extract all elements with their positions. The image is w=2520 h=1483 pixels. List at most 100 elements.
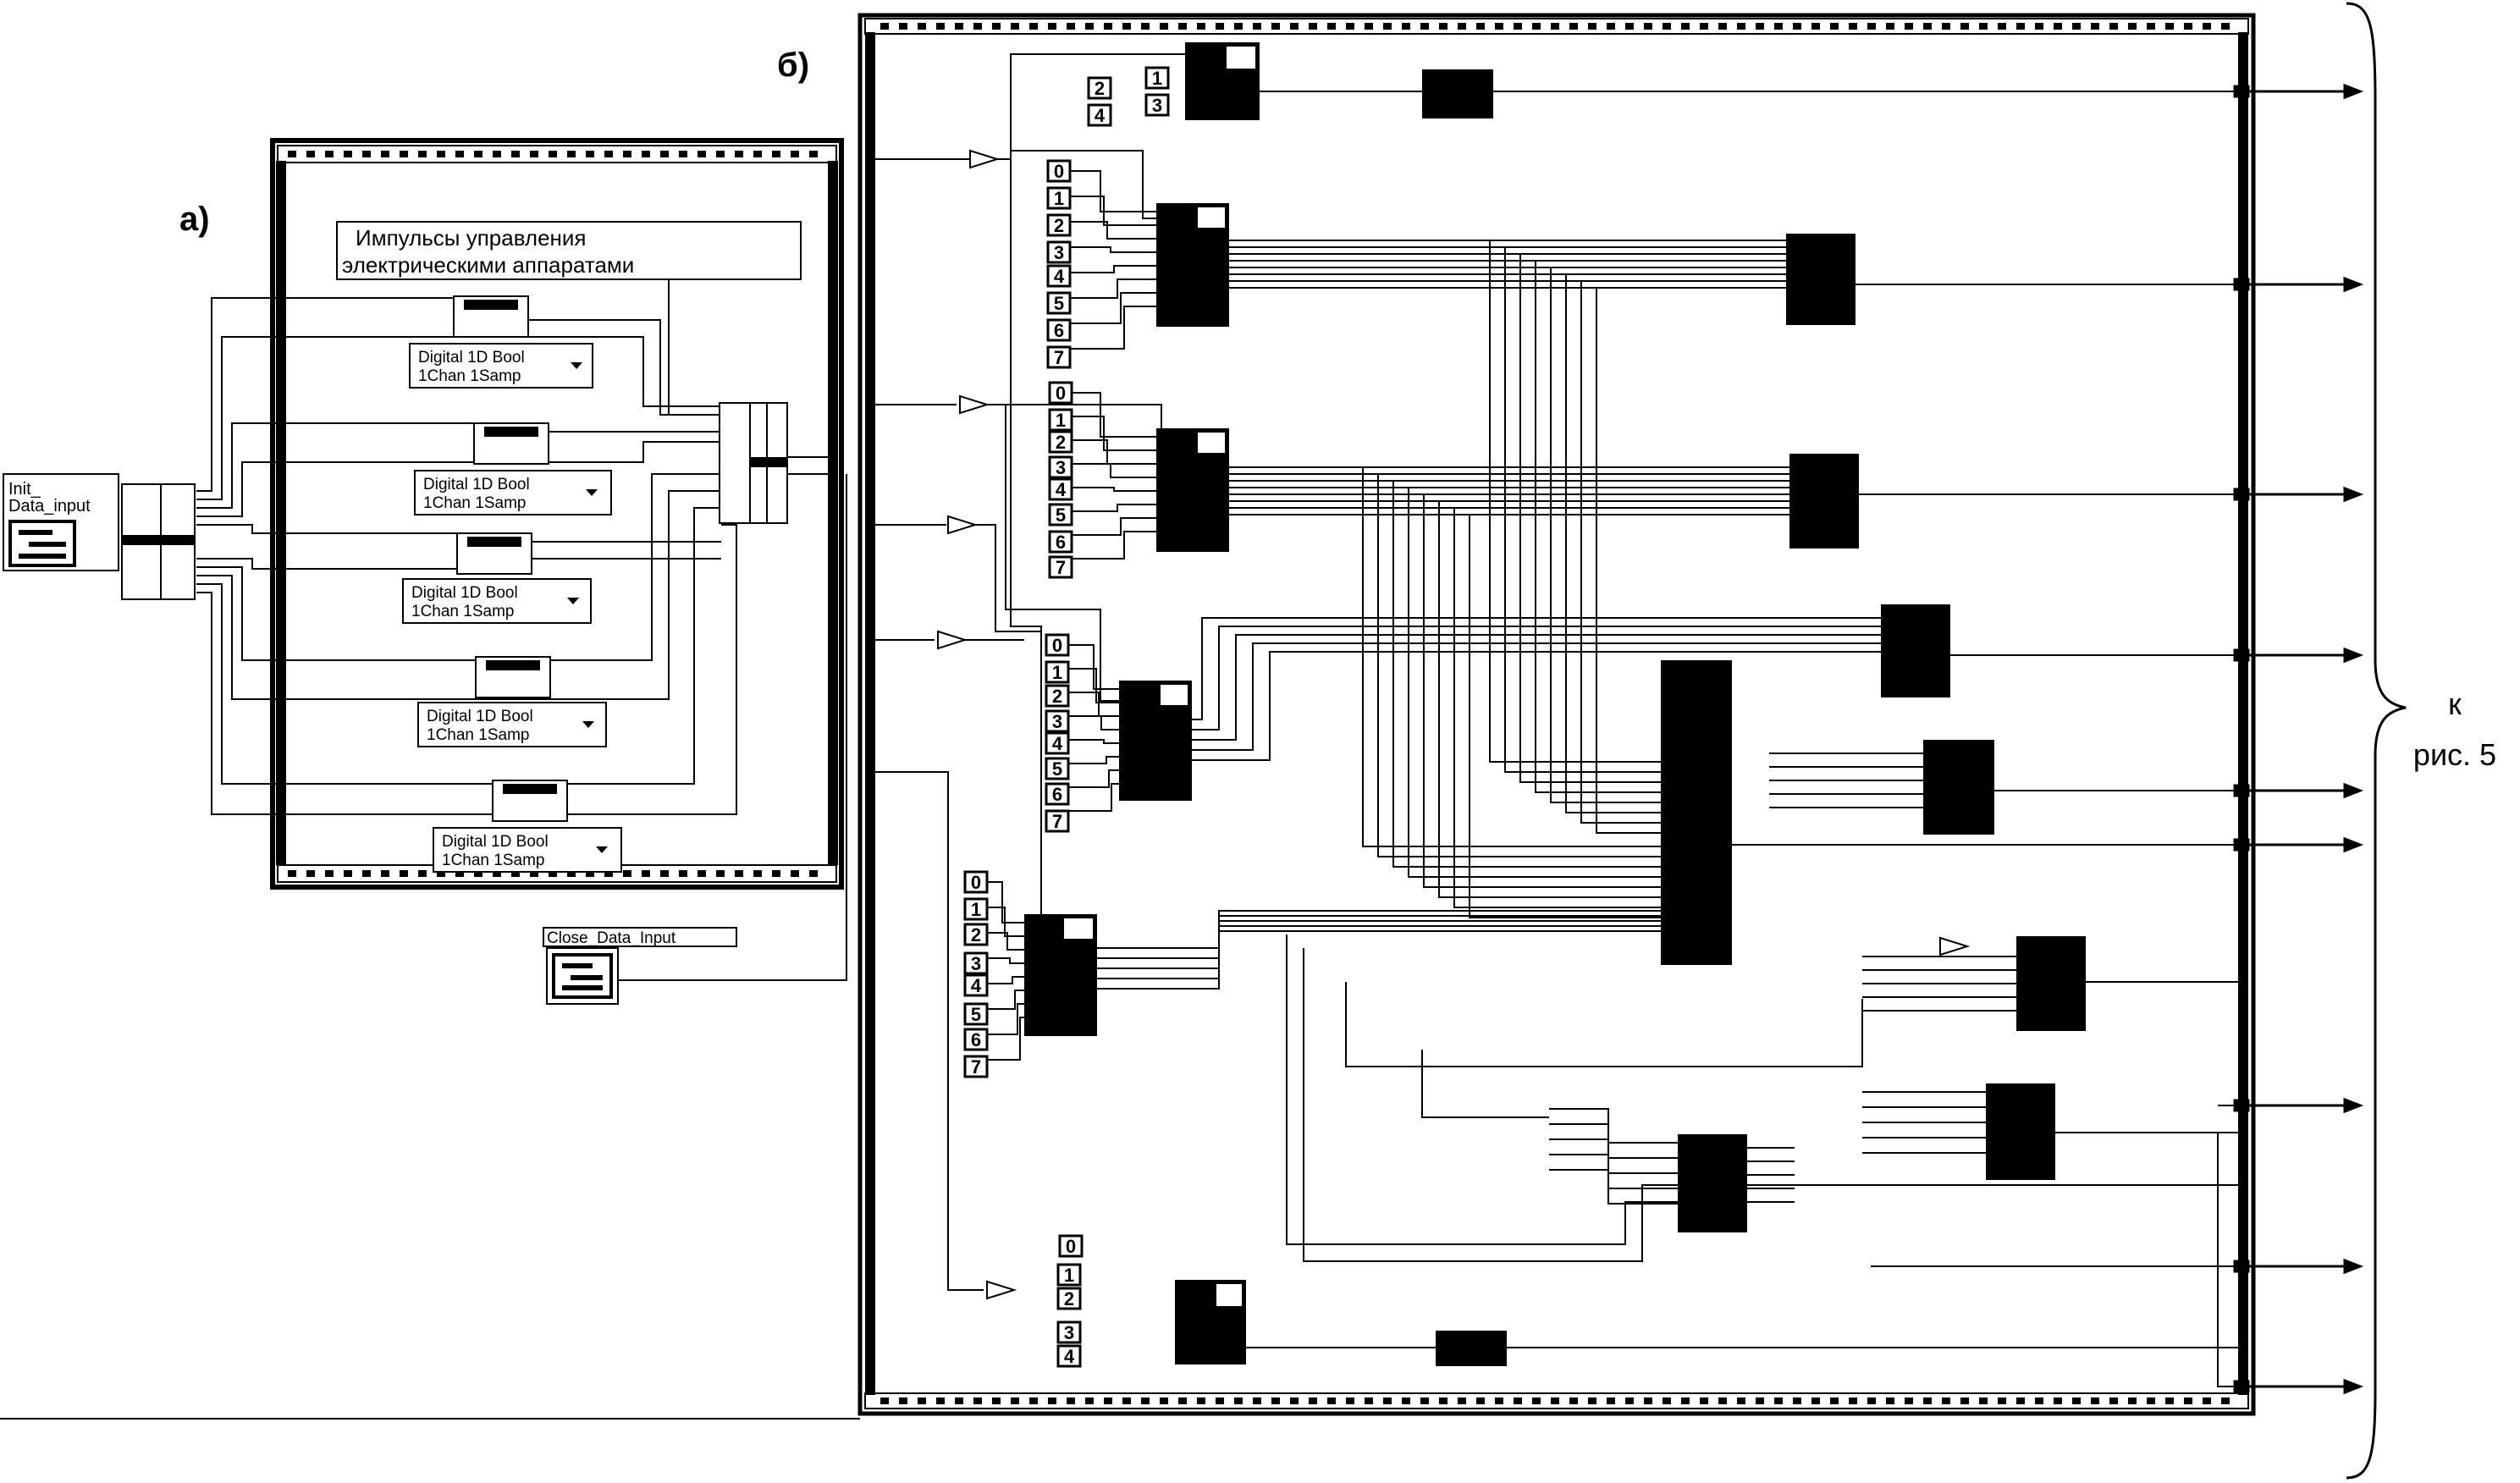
border-dot xyxy=(735,870,743,877)
border-dot xyxy=(1122,23,1131,30)
border-dot xyxy=(1514,1398,1522,1404)
border-dot xyxy=(973,1398,982,1404)
wire xyxy=(1072,392,1156,438)
wire xyxy=(1070,246,1156,253)
border-dot xyxy=(753,151,762,157)
border-dot xyxy=(1402,1398,1410,1404)
border-dot xyxy=(2147,23,2155,30)
border-dot xyxy=(992,23,1001,30)
border-dot xyxy=(2184,1398,2192,1404)
daqmx-node: DAQmx xyxy=(492,780,568,822)
border-dot xyxy=(1607,23,1615,30)
border-dot xyxy=(1681,23,1690,30)
index-constant-label: 5 xyxy=(1054,293,1064,314)
wire xyxy=(1519,254,1661,783)
daqmx-label: DAQmx xyxy=(486,428,511,438)
wire xyxy=(1070,292,1156,324)
border-dot xyxy=(437,870,445,877)
wire xyxy=(987,990,1024,1010)
panel-b-while-loop xyxy=(857,13,2256,1416)
index-constant-label: 3 xyxy=(1054,242,1064,263)
border-dot xyxy=(362,151,371,157)
border-dot xyxy=(1942,23,1950,30)
wire xyxy=(1097,920,1661,969)
wire xyxy=(1504,247,1661,773)
border-dot xyxy=(1439,1398,1447,1404)
init-label-line2: Data_input xyxy=(8,497,91,515)
wire xyxy=(1068,756,1119,764)
wire xyxy=(1068,668,1119,703)
border-dot xyxy=(1774,1398,1783,1404)
compare-nodes xyxy=(937,149,1971,1300)
border-dot xyxy=(2035,1398,2043,1404)
border-dot xyxy=(880,1398,889,1404)
border-dot xyxy=(880,23,889,30)
border-dot xyxy=(2203,23,2211,30)
border-dot xyxy=(1551,23,1559,30)
border-dot xyxy=(1216,23,1224,30)
border-dot xyxy=(1160,1398,1168,1404)
border-dot xyxy=(567,870,576,877)
index-constant: 7 xyxy=(1046,345,1072,369)
index-constant: 2 xyxy=(1045,684,1070,708)
wire xyxy=(1070,306,1156,350)
border-dot xyxy=(1458,23,1466,30)
output-arrow-head xyxy=(2343,782,2364,799)
ref-k-label: к xyxy=(2448,686,2462,721)
border-dot xyxy=(288,151,296,157)
wire xyxy=(1549,1154,1678,1189)
border-dot xyxy=(381,870,389,877)
panel-a-label: а) xyxy=(179,201,210,238)
ref-fig-label: рис. 5 xyxy=(2413,737,2496,772)
border-dot xyxy=(1718,23,1727,30)
border-dot xyxy=(973,23,982,30)
border-dot xyxy=(1923,23,1932,30)
index-constant: 1 xyxy=(963,897,989,921)
index-constant-label: 7 xyxy=(971,1056,981,1078)
border-dot xyxy=(1365,23,1373,30)
border-dot xyxy=(1718,1398,1727,1404)
border-dot xyxy=(1811,1398,1820,1404)
border-dot xyxy=(2221,1398,2230,1404)
index-constant-label: 3 xyxy=(1064,1322,1074,1343)
index-constant: 3 xyxy=(1045,709,1070,733)
border-dot xyxy=(1141,23,1150,30)
border-dot xyxy=(1271,1398,1280,1404)
index-constant-label: 0 xyxy=(1054,161,1064,182)
index-constant-label: 2 xyxy=(1054,215,1064,236)
border-dot xyxy=(2109,1398,2118,1404)
wire xyxy=(1377,474,1661,857)
index-constant: 1 xyxy=(1045,660,1070,684)
output-arrow-head xyxy=(2343,486,2364,503)
border-dot xyxy=(1476,1398,1485,1404)
index-constant-label: 7 xyxy=(1054,347,1064,368)
border-dot xyxy=(1830,1398,1839,1404)
border-dot xyxy=(1998,23,2006,30)
index-constant-label: 1 xyxy=(1152,68,1162,89)
border-dot xyxy=(1886,1398,1894,1404)
border-dot xyxy=(809,870,818,877)
border-dot xyxy=(716,870,725,877)
index-constant: 3 xyxy=(963,951,989,975)
index-constant-label: 6 xyxy=(971,1029,981,1050)
index-constant: 2 xyxy=(1048,430,1073,454)
panel-b-wires xyxy=(875,53,1185,1291)
index-constant: 5 xyxy=(1048,503,1073,526)
wire xyxy=(1421,1050,1549,1118)
border-dot xyxy=(1346,1398,1354,1404)
border-dot xyxy=(1532,1398,1541,1404)
index-constant: 6 xyxy=(1045,782,1070,806)
border-dot xyxy=(1290,1398,1299,1404)
border-dot xyxy=(530,870,538,877)
border-dot xyxy=(1923,1398,1932,1404)
border-dot xyxy=(1569,1398,1578,1404)
index-constant: 5 xyxy=(1046,291,1072,315)
border-dot xyxy=(493,151,501,157)
border-dot xyxy=(1383,1398,1392,1404)
border-dot xyxy=(418,870,427,877)
border-dot xyxy=(511,870,520,877)
border-dot xyxy=(1942,1398,1950,1404)
border-dot xyxy=(1607,1398,1615,1404)
wire xyxy=(1072,463,1156,478)
wire xyxy=(1072,439,1156,465)
